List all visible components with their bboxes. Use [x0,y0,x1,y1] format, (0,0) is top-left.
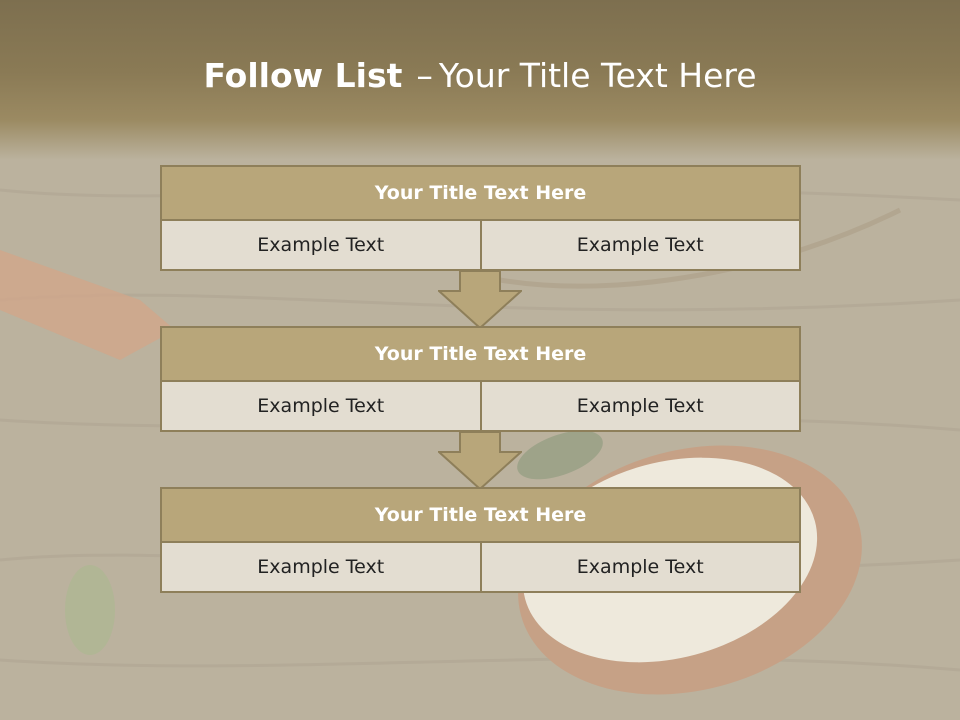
title-rest: Your Title Text Here [438,56,757,95]
down-arrow-icon [438,271,522,329]
block-row: Example Text Example Text [160,382,801,432]
title-bold: Follow List [203,56,403,95]
block-cell-left: Example Text [160,543,482,593]
slide-title: Follow List–Your Title Text Here [0,54,960,98]
block-title: Your Title Text Here [160,165,801,221]
header-band [0,0,960,160]
block-cell-right: Example Text [481,221,801,271]
list-block: Your Title Text Here Example Text Exampl… [160,165,801,271]
block-row: Example Text Example Text [160,543,801,593]
block-cell-left: Example Text [160,382,482,432]
list-block: Your Title Text Here Example Text Exampl… [160,326,801,432]
down-arrow-icon [438,432,522,490]
list-block: Your Title Text Here Example Text Exampl… [160,487,801,593]
block-title: Your Title Text Here [160,326,801,382]
block-title: Your Title Text Here [160,487,801,543]
title-separator: – [416,56,433,95]
block-row: Example Text Example Text [160,221,801,271]
block-cell-right: Example Text [481,382,801,432]
block-cell-right: Example Text [481,543,801,593]
block-cell-left: Example Text [160,221,482,271]
